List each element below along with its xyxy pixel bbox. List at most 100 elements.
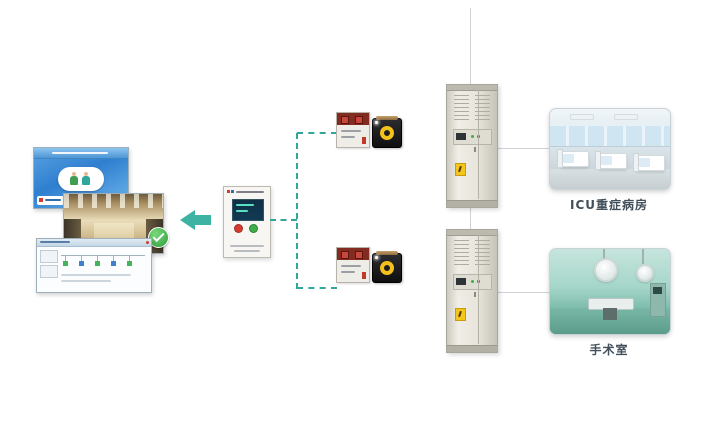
figure-body [70, 176, 78, 185]
check-mark [152, 229, 165, 243]
check-icon [148, 227, 169, 248]
cabinet-base [447, 345, 497, 352]
bed-blanket [563, 154, 574, 163]
transformer-yellow-ring [380, 261, 394, 275]
cabinet-base [447, 200, 497, 207]
branch-2-devices [336, 241, 402, 283]
device-node-green [63, 261, 68, 266]
device-node-blue [111, 261, 116, 266]
transformer-winding [376, 116, 398, 120]
hospital-bed [557, 149, 589, 168]
welcome-screen-titlebar [34, 148, 128, 159]
ats-handle [362, 272, 366, 279]
welcome-title-text [52, 152, 108, 154]
device-node-blue [79, 261, 84, 266]
busbar-line [61, 255, 145, 256]
ok-button[interactable] [249, 224, 258, 233]
hospital-bed [595, 151, 627, 170]
operating-room-photo [549, 248, 671, 335]
cabinet-led-green [471, 280, 474, 283]
equipment-monitor-screen [653, 287, 662, 294]
comm-line-trunk [296, 133, 298, 289]
ats-switch-knob [341, 116, 349, 124]
status-row-text [61, 274, 131, 276]
feeder-stub [81, 256, 82, 261]
close-icon [146, 241, 149, 244]
panel-footer-text [234, 250, 260, 252]
feeder-stub [113, 256, 114, 261]
operating-room-label: 手术室 [589, 343, 629, 357]
room-ceiling-lights [64, 194, 163, 208]
isolated-power-cabinet-icu [446, 84, 498, 208]
brand-mark-icon [231, 190, 234, 193]
ceiling-light [614, 114, 638, 120]
cabinet-door-seam [478, 235, 479, 344]
warning-sticker-icon [455, 163, 466, 176]
panel-display-screen [232, 199, 264, 221]
transformer-yellow-ring [380, 126, 394, 140]
bed-blanket [639, 158, 650, 167]
incoming-feed-line-top [470, 8, 471, 84]
ward-floor [550, 169, 670, 189]
panel-title-text [236, 191, 264, 193]
logo-wordmark [45, 199, 61, 201]
comm-line-top-branch [297, 132, 337, 134]
arrow-head [180, 210, 195, 230]
comm-line-panel [270, 219, 297, 221]
feeder-stub [97, 256, 98, 261]
operating-table-base [603, 308, 617, 320]
wall-mounted-monitoring-terminal [223, 186, 271, 258]
cabinet-vents [454, 95, 469, 121]
alarm-button[interactable] [234, 224, 243, 233]
figure-head [84, 172, 88, 176]
cabinet-meter-screen [456, 278, 466, 285]
bed-headboard [633, 153, 639, 172]
cabinet-vents [454, 240, 469, 266]
branch-1-devices [336, 106, 402, 148]
bed-headboard [595, 151, 601, 170]
isolated-power-cabinet-or [446, 229, 498, 353]
ats-top-module [337, 113, 369, 125]
hospital-bed [633, 153, 665, 172]
ats-label-text [341, 130, 361, 132]
ward-window-band [550, 125, 670, 147]
welcome-figures-card [58, 167, 104, 191]
isolation-transformer [372, 251, 402, 283]
software-schematic-screen [36, 238, 152, 293]
brand-mark-icon [227, 190, 230, 193]
transformer-winding [376, 251, 398, 255]
display-readout-line [236, 204, 254, 206]
ats-label-text [341, 265, 361, 267]
lightning-bolt-icon [458, 310, 462, 318]
cabinet-meter-panel [453, 274, 492, 290]
feeder-stub [129, 256, 130, 261]
display-readout-line [236, 210, 248, 212]
surgical-light-icon [636, 264, 654, 282]
light-arm [603, 249, 605, 259]
vendor-logo [37, 196, 64, 205]
device-node-green [95, 261, 100, 266]
isolation-transformer [372, 116, 402, 148]
lightning-bolt-icon [458, 165, 462, 173]
doctor-figure-icon [70, 172, 78, 186]
device-node-green [127, 261, 132, 266]
ats-switch-knob [355, 116, 363, 124]
logo-mark-icon [39, 198, 43, 202]
light-arm [642, 249, 644, 265]
icu-ward-label: ICU重症病房 [569, 198, 649, 212]
schematic-thumbnail-2 [40, 265, 58, 278]
arrow-tail [195, 215, 211, 225]
highlight-glint [375, 256, 378, 259]
panel-footer-text [230, 245, 264, 247]
bed-headboard [557, 149, 563, 168]
icu-ward-photo [549, 108, 671, 190]
ats-handle [362, 137, 366, 144]
schematic-title-text [40, 241, 70, 243]
dual-power-transfer-switch [336, 247, 370, 283]
feeder-stub [65, 256, 66, 261]
ats-label-text [341, 136, 355, 138]
status-row-text [61, 280, 111, 282]
cabinet-top-cap [447, 230, 497, 236]
ats-switch-knob [355, 251, 363, 259]
